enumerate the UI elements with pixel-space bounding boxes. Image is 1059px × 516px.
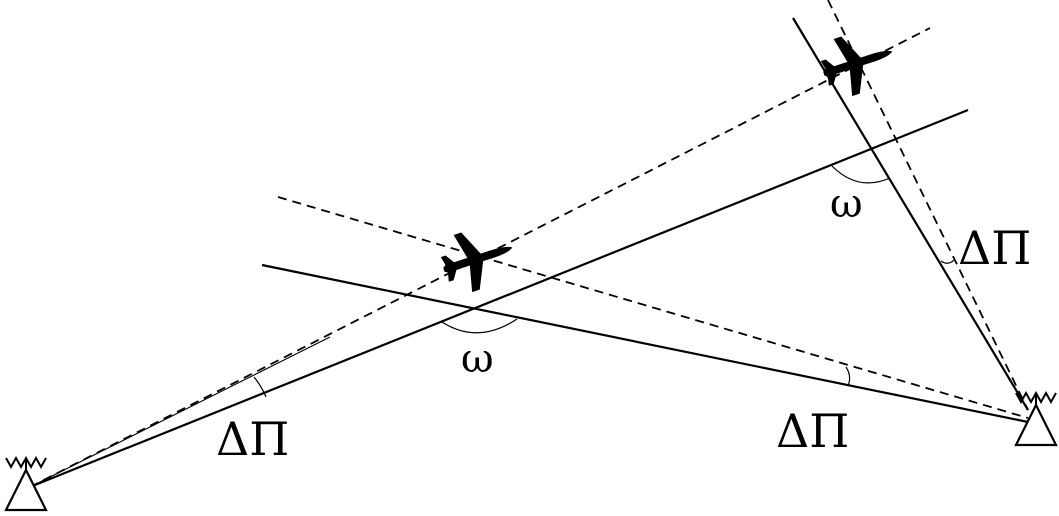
delta-pi-left-arc <box>253 376 267 398</box>
delta-pi-right-arc <box>940 259 955 264</box>
measured-bearing-line-left-station <box>29 27 931 488</box>
delta-pi-right-label: ΔΠ <box>958 221 1031 275</box>
aircraft-center <box>434 218 522 299</box>
omega-center-label: ω <box>461 336 494 382</box>
measured-bearing-line-right-station-low <box>277 196 1029 419</box>
aircraft-top <box>814 22 902 103</box>
delta-pi-bottom-right-label: ΔΠ <box>776 404 849 458</box>
true-bearing-line-right-station-low <box>261 263 1029 424</box>
true-bearing-line-left-station <box>29 108 969 489</box>
delta-pi-bottom-right-arc <box>845 366 851 387</box>
omega-top-label: ω <box>830 181 863 227</box>
airplane-icon <box>434 218 522 299</box>
ray-left-station <box>29 336 331 488</box>
radar-station-icon <box>1014 391 1058 447</box>
delta-pi-left-label: ΔΠ <box>216 412 289 466</box>
omega-center-arc <box>441 318 518 334</box>
omega-top-arc <box>831 165 891 184</box>
airplane-icon <box>814 22 902 103</box>
station-right <box>1014 391 1058 447</box>
